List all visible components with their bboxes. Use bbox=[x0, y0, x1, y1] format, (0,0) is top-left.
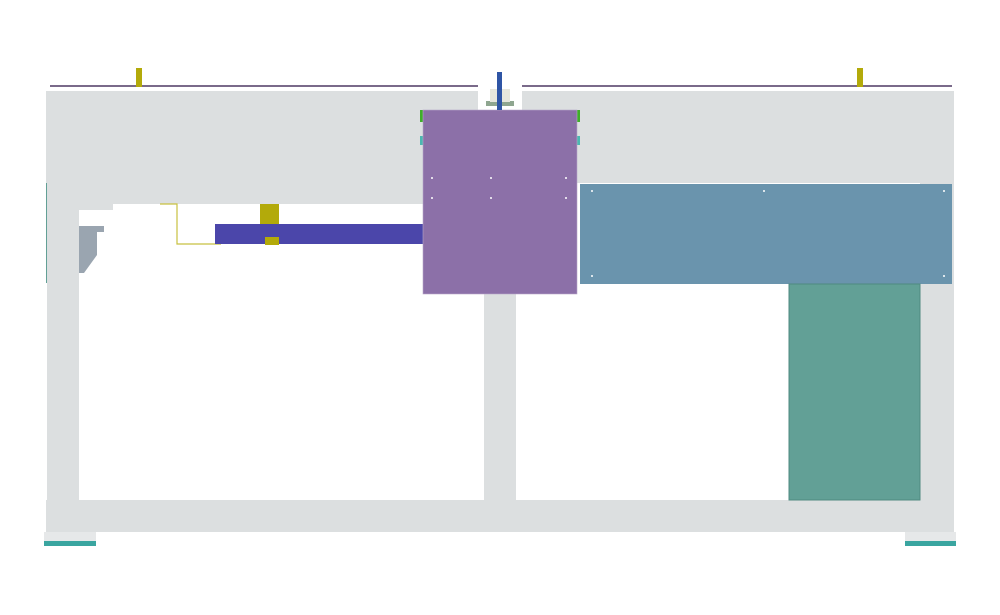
left-edge-line bbox=[46, 183, 47, 283]
lower-panel bbox=[788, 283, 921, 501]
yellow-cable bbox=[160, 203, 221, 245]
hole bbox=[763, 190, 765, 192]
mount-pin-right bbox=[857, 68, 863, 87]
nut-left bbox=[490, 89, 498, 102]
arm-block-upper bbox=[260, 204, 279, 224]
bottom-beam bbox=[46, 500, 954, 532]
nut-right bbox=[502, 89, 510, 102]
center-post bbox=[484, 293, 516, 503]
guide-teal-right bbox=[576, 136, 580, 145]
hole bbox=[591, 275, 593, 277]
guide-green-right bbox=[576, 110, 580, 122]
hole bbox=[490, 177, 492, 179]
arm-block-lower bbox=[265, 237, 279, 245]
top-rail-left bbox=[50, 85, 478, 87]
side-panel bbox=[580, 184, 952, 284]
beam-underside-left bbox=[79, 183, 424, 204]
guide-teal-left bbox=[420, 136, 424, 145]
side-panel-holes bbox=[591, 190, 945, 277]
gray-bracket bbox=[79, 226, 104, 273]
guide-green-left bbox=[420, 110, 424, 122]
foot-pad-left bbox=[44, 541, 96, 546]
foot-left bbox=[44, 532, 96, 541]
lead-screw bbox=[497, 72, 502, 110]
carriage-plate-holes bbox=[431, 177, 567, 199]
top-beam-right bbox=[522, 91, 954, 183]
arm-bar bbox=[215, 224, 423, 244]
carriage-plate bbox=[422, 109, 578, 295]
hole bbox=[943, 275, 945, 277]
hole bbox=[943, 190, 945, 192]
mount-pin-left bbox=[136, 68, 142, 87]
hole bbox=[431, 197, 433, 199]
hole bbox=[565, 197, 567, 199]
foot-right bbox=[905, 532, 956, 541]
hole bbox=[565, 177, 567, 179]
beam-underside-stub bbox=[79, 204, 113, 210]
left-leg bbox=[47, 183, 79, 532]
hole bbox=[591, 190, 593, 192]
foot-pad-right bbox=[905, 541, 956, 546]
hole bbox=[431, 177, 433, 179]
top-rail-right bbox=[522, 85, 952, 87]
top-beam-left bbox=[46, 91, 478, 183]
hole bbox=[490, 197, 492, 199]
